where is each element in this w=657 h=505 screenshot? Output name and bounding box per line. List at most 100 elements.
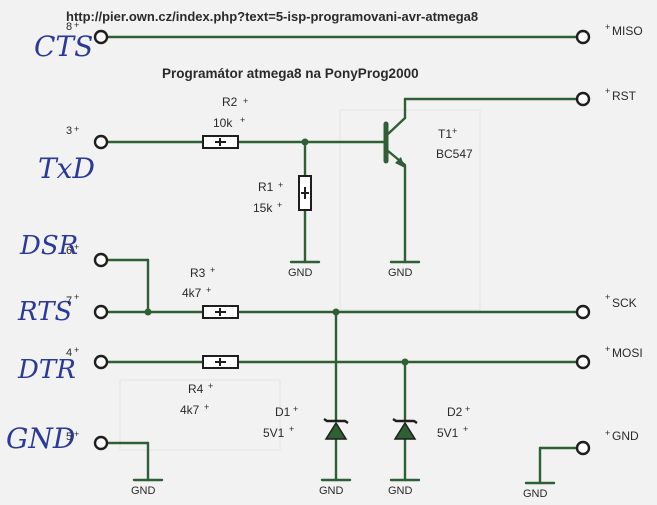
r1-name: R1 <box>258 180 274 194</box>
marker-d2-name: + <box>465 404 470 414</box>
hand-label-txd: TxD <box>38 152 95 185</box>
hand-label-dtr: DTR <box>17 355 76 385</box>
junction-dots <box>144 138 409 366</box>
marker-rst: + <box>605 86 610 96</box>
wires <box>104 35 582 485</box>
gnd-label-right: GND <box>523 488 548 500</box>
schematic-title: Programátor atmega8 na PonyProg2000 <box>162 66 419 81</box>
marker-r3-value: + <box>206 285 211 295</box>
marker-mosi: + <box>605 344 610 354</box>
label-miso: MISO <box>612 24 643 38</box>
marker-r1-name: + <box>278 180 283 190</box>
resistor-r2 <box>202 135 239 149</box>
marker-r4-name: + <box>208 381 213 391</box>
terminal-cts <box>93 29 109 45</box>
marker-txd: + <box>74 124 79 134</box>
marker-d1-value: + <box>289 424 294 434</box>
t1-collector <box>386 116 407 136</box>
resistor-r4 <box>202 355 239 369</box>
pin-numbers: 8 3 6 7 4 5 <box>66 21 72 443</box>
ground-symbol-d1: GND <box>319 478 352 497</box>
gnd-label-t1: GND <box>388 267 413 279</box>
pin-number-txd: 3 <box>66 125 72 137</box>
resistor-r1 <box>298 175 312 211</box>
pin-number-cts: 8 <box>66 21 72 33</box>
resistor-r3 <box>202 305 239 319</box>
junction-dsr-rts <box>144 308 152 316</box>
marker-dtr: + <box>74 345 79 355</box>
r2-value: 10k <box>213 116 233 130</box>
label-sck: SCK <box>612 296 637 310</box>
left-terminals <box>93 29 109 451</box>
terminal-rts <box>93 304 109 320</box>
t1-value: BC547 <box>436 147 473 161</box>
d1-value: 5V1 <box>263 426 285 440</box>
gnd-label-left: GND <box>131 485 156 497</box>
label-gnd-right: GND <box>612 429 639 443</box>
gnd-label-r1: GND <box>288 267 313 279</box>
t1-name: T1 <box>438 127 452 141</box>
terminal-sck <box>575 304 591 320</box>
marker-rts: + <box>74 292 79 302</box>
zener-diode-d2 <box>392 418 418 440</box>
marker-t1-name: + <box>452 126 457 136</box>
ground-symbol-left: GND <box>131 478 164 497</box>
component-labels: R2 10k R1 15k R3 4k7 R4 4k7 T1 BC547 D1 … <box>180 95 473 440</box>
terminal-mosi <box>575 354 591 370</box>
r3-name: R3 <box>190 266 206 280</box>
plus-markers: + + + + + + + + + + + + + + + + + + + + … <box>74 20 610 439</box>
pin-number-gnd: 5 <box>66 431 72 443</box>
right-pin-labels: MISO RST SCK MOSI GND <box>612 24 643 443</box>
junction-mosi-d2 <box>401 358 409 366</box>
terminal-txd <box>93 134 109 150</box>
marker-cts: + <box>74 20 79 30</box>
label-mosi: MOSI <box>612 346 643 360</box>
marker-d1-name: + <box>293 404 298 414</box>
t1-emitter-arrow <box>395 157 405 168</box>
source-url: http://pier.own.cz/index.php?text=5-isp-… <box>66 9 478 24</box>
terminal-gnd-left <box>93 435 109 451</box>
ground-symbol-r1: GND <box>288 260 321 279</box>
r1-value: 15k <box>253 201 273 215</box>
d2-value: 5V1 <box>437 426 459 440</box>
marker-dsr: + <box>74 242 79 252</box>
d1-name: D1 <box>275 405 291 419</box>
marker-r3-name: + <box>210 265 215 275</box>
marker-r2-name: + <box>243 96 248 106</box>
junction-sck-d1 <box>332 308 340 316</box>
r4-name: R4 <box>188 382 204 396</box>
marker-gnd: + <box>74 429 79 439</box>
pin-number-rts: 7 <box>66 295 72 307</box>
label-rst: RST <box>612 89 637 103</box>
terminal-dtr <box>93 354 109 370</box>
marker-r1-value: + <box>277 200 282 210</box>
terminal-rst <box>575 91 591 107</box>
hand-label-gnd: GND <box>6 422 75 455</box>
handwritten-pin-labels: CTS TxD DSR RTS DTR GND <box>6 30 95 455</box>
marker-sck: + <box>605 292 610 302</box>
hand-label-dsr: DSR <box>19 231 78 261</box>
r2-name: R2 <box>222 95 238 109</box>
ground-symbol-right: GND <box>523 481 556 500</box>
paper-background <box>119 109 481 451</box>
r4-value: 4k7 <box>180 403 200 417</box>
marker-gnd-right: + <box>605 428 610 438</box>
gnd-label-d2: GND <box>388 485 413 497</box>
terminal-miso <box>575 29 591 45</box>
pin-number-dsr: 6 <box>66 245 72 257</box>
right-terminals <box>575 29 591 456</box>
ground-symbol-d2: GND <box>388 478 421 497</box>
ground-symbol-t1: GND <box>388 260 421 279</box>
junction-r2-r1 <box>301 138 309 146</box>
d2-name: D2 <box>447 405 463 419</box>
gnd-label-d1: GND <box>319 485 344 497</box>
marker-miso: + <box>605 22 610 32</box>
pin-number-dtr: 4 <box>66 347 72 359</box>
marker-d2-value: + <box>463 424 468 434</box>
zener-diode-d1 <box>323 418 349 440</box>
r3-value: 4k7 <box>182 286 202 300</box>
marker-r2-value: + <box>240 115 245 125</box>
terminal-dsr <box>93 252 109 268</box>
marker-r4-value: + <box>204 402 209 412</box>
